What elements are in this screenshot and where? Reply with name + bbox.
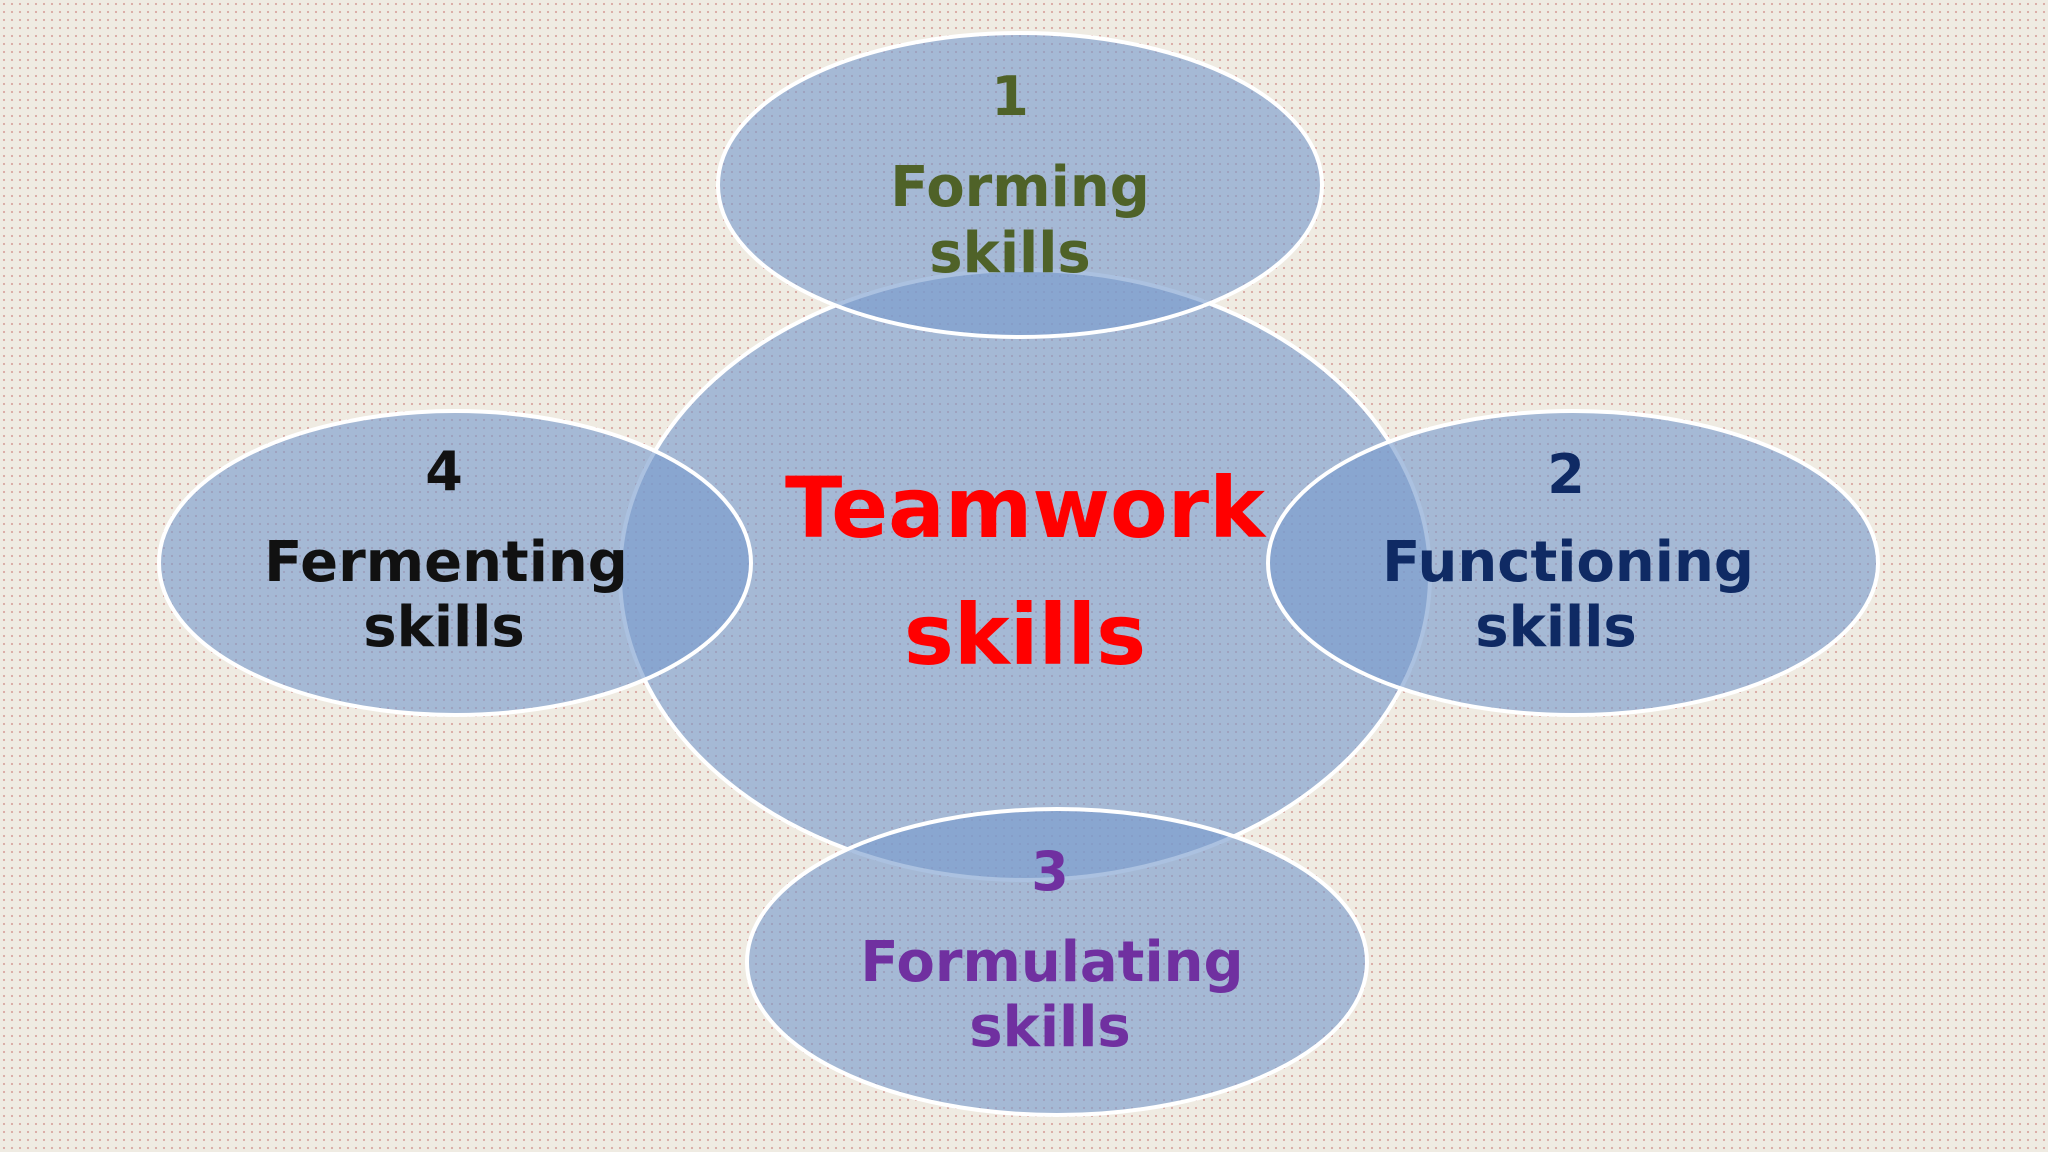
petal-forming-label-line1: Forming (890, 155, 1150, 220)
petal-functioning-number: 2 (1547, 443, 1585, 506)
petal-forming-number: 1 (991, 65, 1029, 128)
petal-formulating-ellipse (745, 807, 1369, 1117)
petal-formulating-label-line1: Formulating (860, 930, 1244, 995)
petal-fermenting-number: 4 (425, 440, 463, 503)
petal-functioning-label-line1: Functioning (1382, 530, 1754, 595)
petal-functioning-ellipse (1266, 409, 1880, 717)
petal-forming-ellipse (716, 31, 1324, 339)
petal-formulating-number: 3 (1031, 840, 1069, 903)
petal-fermenting-ellipse (157, 409, 753, 717)
petal-fermenting-label-line1: Fermenting (264, 530, 628, 595)
petal-formulating-label-line2: skills (969, 995, 1131, 1060)
petal-forming-label-line2: skills (929, 221, 1091, 286)
center-title-line1: Teamwork (785, 459, 1265, 557)
center-title-line2: skills (903, 586, 1147, 684)
petal-fermenting-label-line2: skills (363, 595, 525, 660)
petal-functioning-label-line2: skills (1475, 595, 1637, 660)
